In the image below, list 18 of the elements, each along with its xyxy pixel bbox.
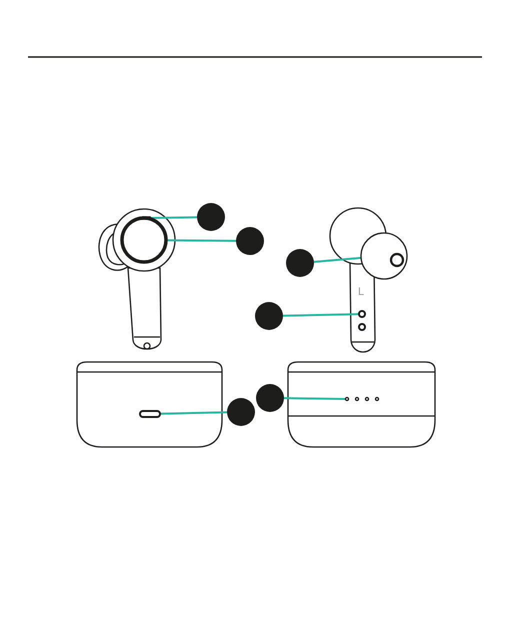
- leader-line: [282, 313, 360, 317]
- callout-circle: [236, 227, 264, 255]
- callout-circle: [255, 302, 283, 330]
- touch-ring: [120, 216, 168, 264]
- leader-line: [284, 397, 346, 400]
- callout-circle: [286, 249, 314, 277]
- usb-port: [139, 410, 161, 418]
- ear-tip: [360, 232, 408, 280]
- leader-line: [160, 411, 228, 415]
- leader-line: [314, 256, 362, 263]
- indicator-dot: [344, 396, 350, 402]
- leader-line: [150, 216, 198, 219]
- side-marking: L: [358, 286, 364, 298]
- leader-line: [166, 239, 236, 242]
- contact-point: [358, 310, 366, 318]
- callout-circle: [227, 398, 255, 426]
- callout-circle: [197, 203, 225, 231]
- callout-circle: [256, 384, 284, 412]
